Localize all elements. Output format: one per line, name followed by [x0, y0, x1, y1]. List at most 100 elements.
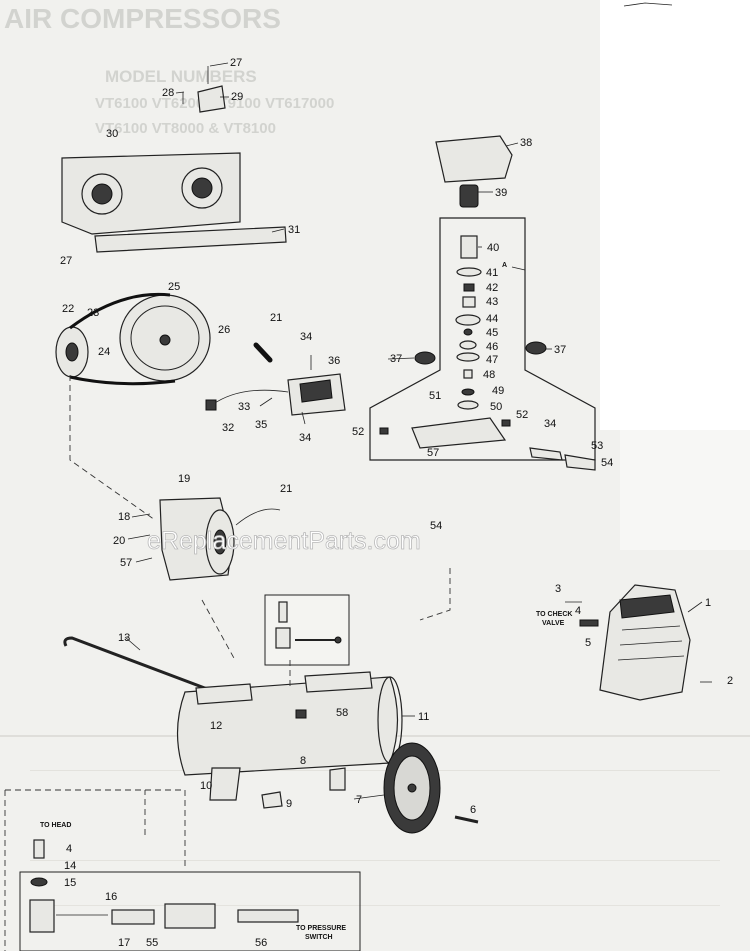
hose-inset	[19, 839, 361, 951]
callout-10: 10	[200, 780, 212, 792]
valve-plate-57	[411, 417, 507, 449]
callout-44: 44	[486, 313, 498, 325]
to-check-valve-line2: VALVE	[542, 620, 565, 627]
blank-corner	[600, 0, 750, 430]
callout-7: 7	[356, 794, 362, 806]
callout-34: 34	[299, 432, 311, 444]
handle-13	[63, 636, 211, 692]
callout-48: 48	[483, 369, 495, 381]
callout-38: 38	[520, 137, 532, 149]
callout-52: 52	[352, 426, 364, 438]
callout-28: 28	[162, 87, 174, 99]
callout-24: 24	[98, 346, 110, 358]
callout-21: 21	[280, 483, 292, 495]
callout-55: 55	[146, 937, 158, 949]
callout-22: 22	[62, 303, 74, 315]
callout-layer: 27 28 29 30 31 27 38 39 40 41 42 43 44 4…	[60, 57, 733, 949]
callout-27: 27	[60, 255, 72, 267]
callout-29: 29	[231, 91, 243, 103]
watermark: eReplacementParts.com	[147, 527, 421, 555]
pulley-assembly	[55, 292, 211, 386]
callout-17: 17	[118, 937, 130, 949]
callout-54: 54	[601, 457, 613, 469]
callout-43: 43	[486, 296, 498, 308]
callout-4: 4	[575, 605, 581, 617]
callout-54: 54	[430, 520, 442, 532]
valve-37-right	[525, 341, 547, 355]
callout-51: 51	[429, 390, 441, 402]
callout-23: 23	[87, 307, 99, 319]
callout-6: 6	[470, 804, 476, 816]
callout-8: 8	[300, 755, 306, 767]
filter-39	[459, 184, 479, 208]
callout-50: 50	[490, 401, 502, 413]
callout-18: 18	[118, 511, 130, 523]
callout-40: 40	[487, 242, 499, 254]
tube-21	[253, 342, 273, 363]
fitting-55	[164, 903, 216, 929]
callout-1: 1	[705, 597, 711, 609]
callout-leaders	[124, 62, 703, 800]
pressure-switch-assembly	[205, 342, 346, 425]
tube-17	[111, 909, 155, 925]
background-ghost-layer: AIR COMPRESSORS MODEL NUMBERS VT6100 VT6…	[0, 3, 750, 906]
valve-16	[29, 899, 55, 933]
callout-15: 15	[64, 877, 76, 889]
callout-12: 12	[210, 720, 222, 732]
fitting-40	[460, 235, 478, 259]
background-title: AIR COMPRESSORS	[4, 3, 281, 34]
callout-9: 9	[286, 798, 292, 810]
to-pressure-switch-line2: SWITCH	[305, 934, 333, 941]
tube-56	[237, 909, 299, 923]
callout-49: 49	[492, 385, 504, 397]
callout-39: 39	[495, 187, 507, 199]
pump-head-assembly	[565, 584, 712, 701]
drive-belt	[69, 292, 176, 386]
callout-56: 56	[255, 937, 267, 949]
callout-2: 2	[727, 675, 733, 687]
belt-guard-back	[94, 226, 287, 253]
background-models-line3: VT6100 VT8000 & VT8100	[95, 120, 276, 137]
callout-35: 35	[255, 419, 267, 431]
tank-assembly	[63, 636, 479, 834]
callout-5: 5	[585, 637, 591, 649]
foot-10	[209, 767, 241, 801]
callout-57: 57	[427, 447, 439, 459]
callout-53: 53	[591, 440, 603, 452]
callout-3: 3	[555, 583, 561, 595]
valve-37-left	[414, 351, 436, 365]
callout-33: 33	[238, 401, 250, 413]
bracket-29	[197, 85, 226, 113]
callout-41: 41	[486, 267, 498, 279]
callout-34: 34	[300, 331, 312, 343]
callout-30: 30	[106, 128, 118, 140]
callout-14: 14	[64, 860, 76, 872]
cylinder-cap-38	[435, 135, 513, 183]
background-models-line1: MODEL NUMBERS	[105, 67, 257, 86]
callout-16: 16	[105, 891, 117, 903]
callout-25: 25	[168, 281, 180, 293]
callout-13: 13	[118, 632, 130, 644]
callout-19: 19	[178, 473, 190, 485]
callout-36: 36	[328, 355, 340, 367]
group-a-label: A	[502, 262, 507, 269]
callout-27: 27	[230, 57, 242, 69]
to-pressure-switch-line1: TO PRESSURE	[296, 925, 346, 932]
leader-lines	[4, 375, 451, 951]
callout-20: 20	[113, 535, 125, 547]
callout-58: 58	[336, 707, 348, 719]
callout-52: 52	[516, 409, 528, 421]
callout-47: 47	[486, 354, 498, 366]
to-head-label: TO HEAD	[40, 822, 71, 829]
callout-4: 4	[66, 843, 72, 855]
callout-26: 26	[218, 324, 230, 336]
fitting-inset	[264, 594, 350, 666]
callout-42: 42	[486, 282, 498, 294]
callout-57: 57	[120, 557, 132, 569]
belt-guard-assembly	[61, 66, 287, 253]
to-check-valve-line1: TO CHECK	[536, 611, 572, 618]
callout-11: 11	[418, 711, 429, 723]
callout-31: 31	[288, 224, 300, 236]
callout-34: 34	[544, 418, 556, 430]
